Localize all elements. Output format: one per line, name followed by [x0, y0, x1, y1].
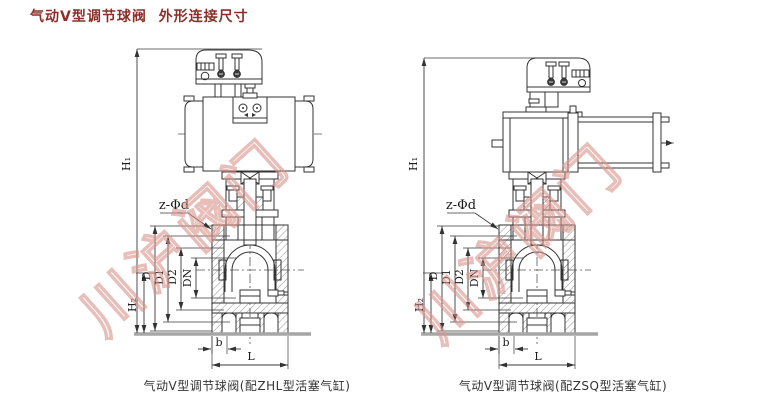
page-title: 气动V型调节球阀 外形连接尺寸 — [30, 9, 249, 25]
drive-block — [502, 117, 571, 173]
conduit-port — [200, 71, 210, 81]
air-fitting — [528, 98, 540, 104]
piston-rod-tip — [666, 140, 673, 146]
positioner — [195, 49, 263, 85]
gauge-stem — [231, 53, 243, 59]
conduit-port — [578, 79, 586, 87]
gauge-stem — [215, 53, 227, 59]
dim-label-h1: H₁ — [120, 157, 133, 171]
cylinder-tube — [577, 116, 654, 169]
tie-rod-nut — [660, 116, 670, 123]
tie-rod-nut — [660, 162, 670, 169]
actuator-zsq-cylinder — [491, 57, 675, 173]
drawing-left-zhl: H₁ — [67, 48, 322, 369]
caption-right: 气动V型调节球阀(配ZSQ型活塞气缸) — [458, 379, 668, 393]
gauge-stem — [545, 61, 557, 67]
air-port-block — [232, 96, 268, 124]
positioner — [526, 57, 591, 93]
air-fitting — [242, 92, 258, 99]
dim-label-h1: H₁ — [407, 157, 420, 171]
drawing-right-zsq: H₁ — [402, 57, 675, 369]
caption-left: 气动V型调节球阀(配ZHL型活塞气缸) — [143, 379, 351, 393]
actuator-zhl-cylinder — [178, 49, 322, 173]
gauge-stem — [558, 61, 570, 67]
